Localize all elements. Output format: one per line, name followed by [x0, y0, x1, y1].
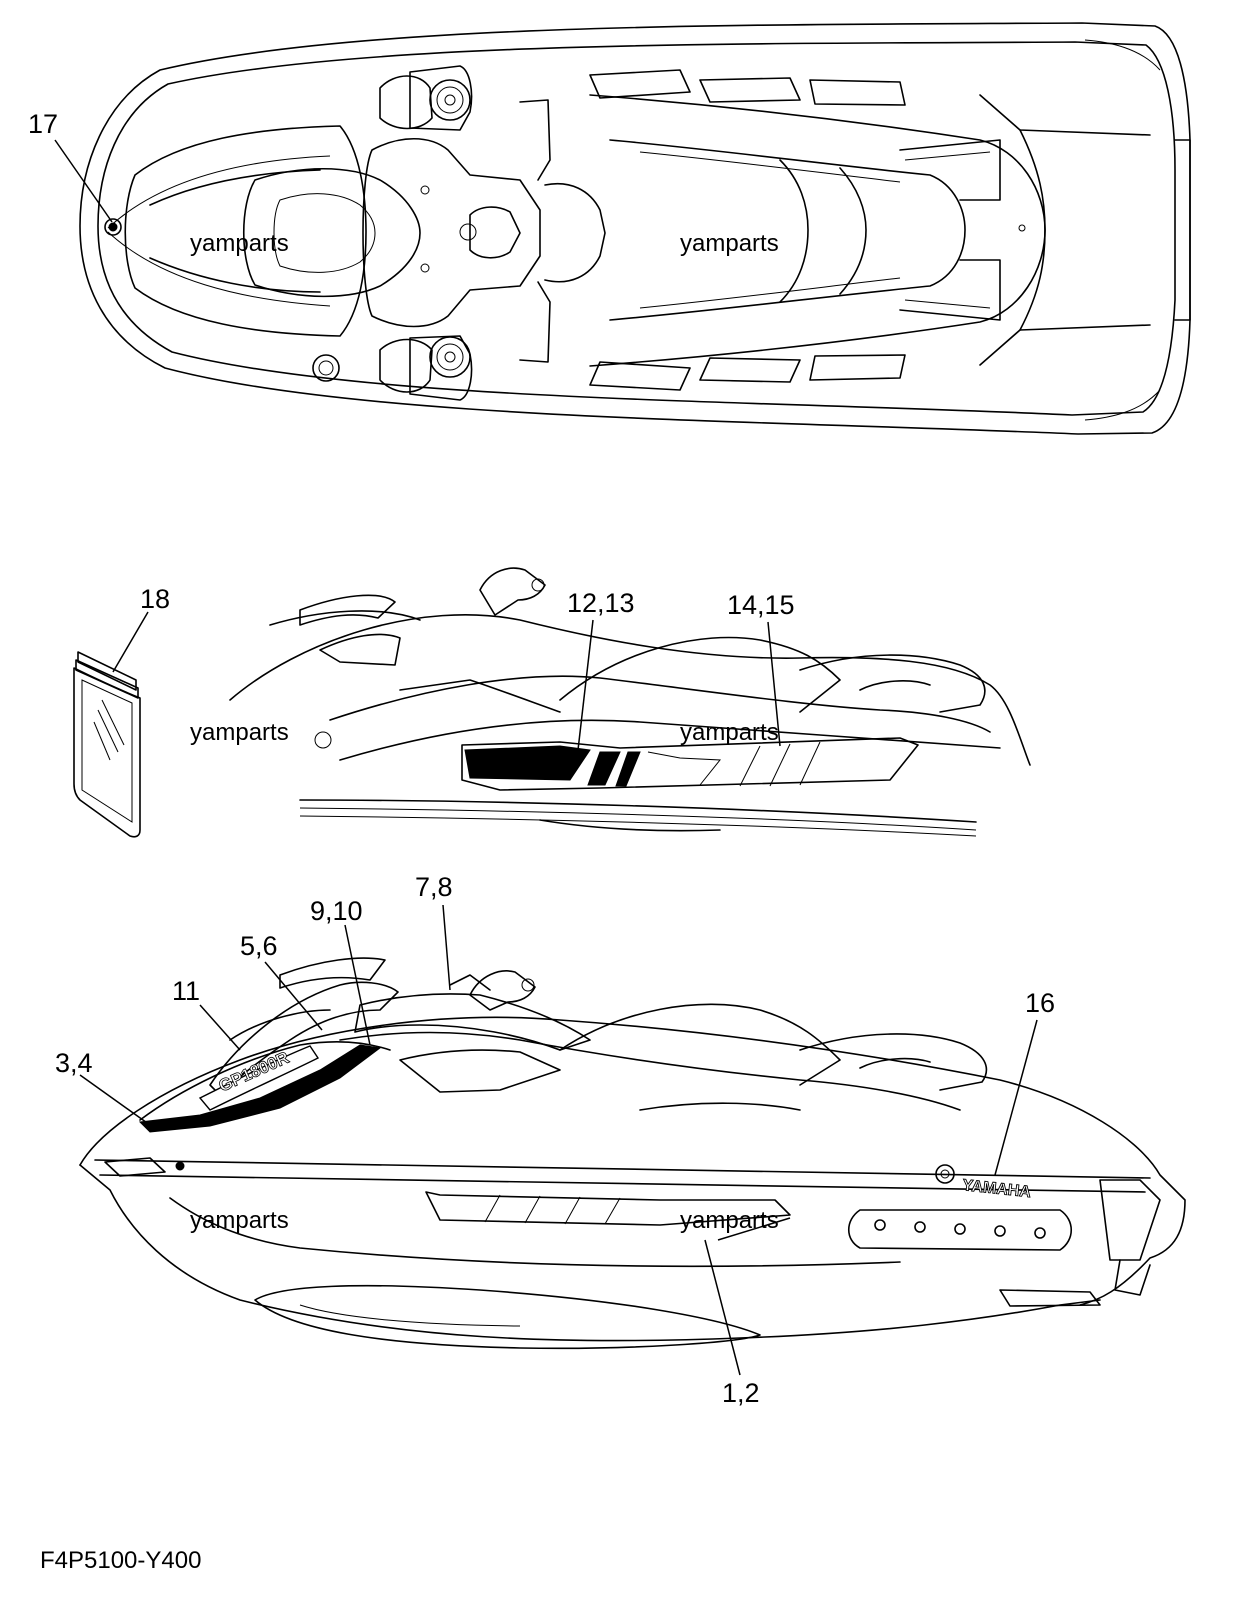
watermark-bottom-left: yamparts — [190, 1207, 289, 1234]
leader-18 — [112, 611, 149, 673]
callout-12-13: 12,13 — [567, 588, 635, 618]
leader-12-13 — [577, 619, 594, 751]
leader-1-2-b — [717, 1217, 791, 1241]
leader-16 — [994, 1019, 1038, 1176]
leader-14-15 — [767, 621, 781, 747]
watermark-top-left: yamparts — [190, 230, 289, 257]
side-view-middle: 12,13 14,15 yamparts yamparts — [190, 567, 1031, 837]
watermark-middle-right: yamparts — [680, 719, 779, 746]
drawing-code: F4P5100-Y400 — [40, 1547, 201, 1574]
leader-17 — [54, 139, 113, 223]
side-view-bottom: GP1800R YAMAHA 1,2 3,4 — [55, 872, 1186, 1408]
leader-1-2 — [704, 1239, 741, 1376]
callout-18: 18 — [140, 584, 170, 614]
leader-5-6 — [264, 961, 323, 1031]
callout-14-15: 14,15 — [727, 590, 795, 620]
callout-17: 17 — [28, 109, 58, 139]
leader-9-10 — [344, 924, 371, 1046]
leader-11 — [199, 1004, 241, 1051]
decal-sheet-18: 18 — [73, 584, 170, 838]
watermark-bottom-right: yamparts — [680, 1207, 779, 1234]
callout-1-2: 1,2 — [722, 1378, 760, 1408]
leader-3-4 — [79, 1074, 151, 1126]
watermark-top-right: yamparts — [680, 230, 779, 257]
callout-5-6: 5,6 — [240, 931, 278, 961]
callout-3-4: 3,4 — [55, 1048, 93, 1078]
leader-7-8 — [442, 904, 451, 991]
callout-16: 16 — [1025, 988, 1055, 1018]
hull-outline-top — [79, 22, 1191, 435]
top-view: 17 yamparts yamparts — [28, 22, 1191, 435]
callout-11: 11 — [172, 976, 200, 1006]
yamaha-brand-mark: YAMAHA — [962, 1177, 1033, 1201]
watermark-middle-left: yamparts — [190, 719, 289, 746]
callout-7-8: 7,8 — [415, 872, 453, 902]
callout-9-10: 9,10 — [310, 896, 363, 926]
